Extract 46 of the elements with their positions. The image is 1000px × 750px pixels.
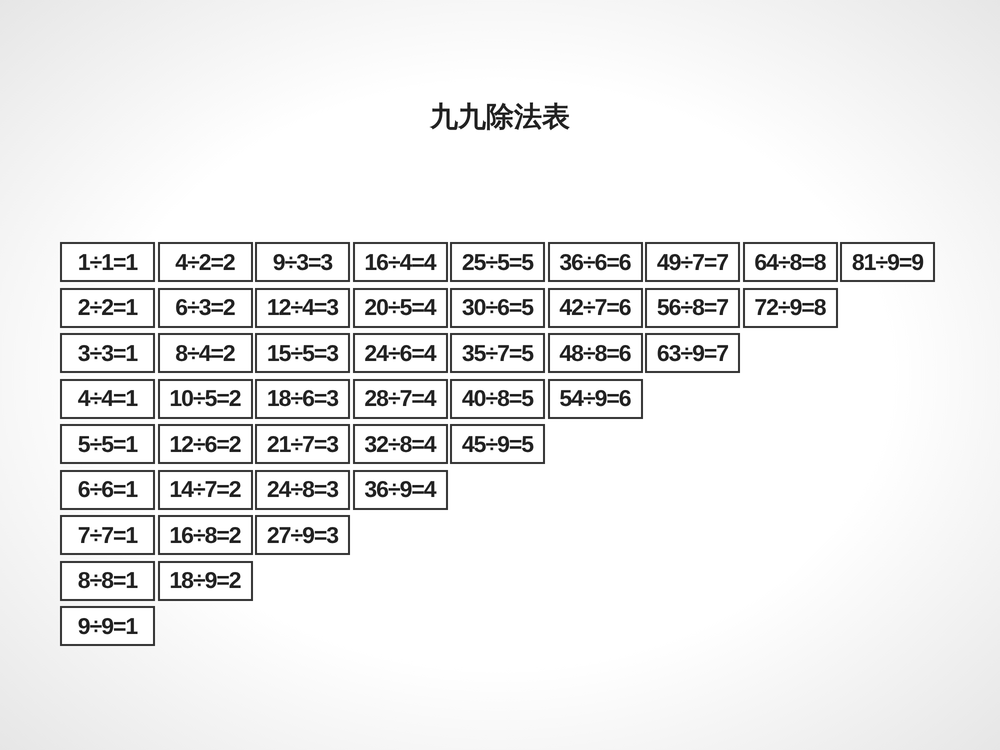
table-cell: 49÷7=7	[645, 242, 740, 282]
table-cell: 36÷9=4	[352, 470, 448, 510]
table-cell: 30÷6=5	[450, 288, 545, 328]
table-cell: 4÷2=2	[158, 242, 252, 282]
table-cell: 7÷7=1	[60, 515, 155, 555]
table-cell: 4÷4=1	[60, 378, 155, 418]
table-cell: 8÷8=1	[60, 560, 155, 600]
table-cell: 16÷4=4	[352, 242, 448, 282]
table-cell: 12÷4=3	[255, 288, 350, 328]
title: 九九除法表	[428, 99, 571, 135]
table-cell: 64÷8=8	[742, 242, 838, 282]
table-cell: 8÷4=2	[158, 333, 252, 373]
table-cell: 32÷8=4	[352, 424, 448, 464]
table-cell: 15÷5=3	[255, 333, 350, 373]
table-cell: 20÷5=4	[352, 288, 448, 328]
table-cell: 45÷9=5	[450, 424, 545, 464]
table-cell: 9÷9=1	[60, 606, 155, 646]
table-cell: 14÷7=2	[158, 470, 252, 510]
table-cell: 42÷7=6	[548, 288, 642, 328]
table-cell: 9÷3=3	[255, 242, 350, 282]
table-cell: 54÷9=6	[548, 378, 642, 418]
table-cell: 24÷6=4	[352, 333, 448, 373]
table-cell: 6÷3=2	[158, 288, 252, 328]
table-cell: 16÷8=2	[158, 515, 252, 555]
table-cell: 5÷5=1	[60, 424, 155, 464]
table-cell: 72÷9=8	[742, 288, 838, 328]
table-cell: 21÷7=3	[255, 424, 350, 464]
table-cell: 3÷3=1	[60, 333, 155, 373]
table-cell: 27÷9=3	[255, 515, 350, 555]
table-cell: 56÷8=7	[645, 288, 740, 328]
table-cell: 18÷9=2	[158, 560, 252, 600]
table-cell: 18÷6=3	[255, 378, 350, 418]
table-cell: 48÷8=6	[548, 333, 642, 373]
table-cell: 28÷7=4	[352, 378, 448, 418]
table-cell: 25÷5=5	[450, 242, 545, 282]
table-cell: 81÷9=9	[840, 242, 935, 282]
table-cell: 36÷6=6	[548, 242, 642, 282]
table-cell: 40÷8=5	[450, 378, 545, 418]
table-cell: 6÷6=1	[60, 470, 155, 510]
table-cell: 12÷6=2	[158, 424, 252, 464]
table-cell: 1÷1=1	[60, 242, 155, 282]
table-cell: 10÷5=2	[158, 378, 252, 418]
table-cell: 24÷8=3	[255, 470, 350, 510]
table-cell: 63÷9=7	[645, 333, 740, 373]
table-cell: 2÷2=1	[60, 288, 155, 328]
table-cell: 35÷7=5	[450, 333, 545, 373]
